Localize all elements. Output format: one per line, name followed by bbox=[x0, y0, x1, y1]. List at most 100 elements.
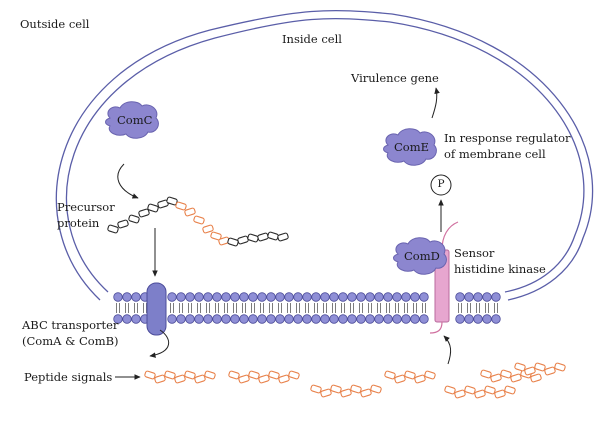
sensor-histidine-kinase bbox=[429, 221, 459, 334]
lipid-head bbox=[167, 314, 177, 324]
lipid-head bbox=[248, 292, 258, 302]
lipid-head bbox=[455, 314, 465, 324]
inside-cell-label: Inside cell bbox=[282, 32, 342, 46]
lipid-head bbox=[239, 292, 249, 302]
lipid-head bbox=[401, 314, 411, 324]
lipid-head bbox=[167, 292, 177, 302]
lipid-head bbox=[347, 314, 357, 324]
lipid-head bbox=[302, 292, 312, 302]
lipid-head bbox=[230, 292, 240, 302]
lipid-head bbox=[401, 292, 411, 302]
come-label: ComE bbox=[394, 140, 430, 154]
precursor-tail-chain bbox=[227, 231, 289, 247]
lipid-head bbox=[311, 314, 321, 324]
lipid-head bbox=[221, 292, 231, 302]
precursor-black-chain bbox=[107, 196, 178, 234]
lipid-head bbox=[482, 314, 492, 324]
peptide-signal-3 bbox=[310, 384, 382, 398]
lipid-head bbox=[257, 314, 267, 324]
precursor-label-line1: Precursor bbox=[57, 200, 115, 214]
lipid-head bbox=[419, 292, 429, 302]
lipid-head bbox=[374, 314, 384, 324]
peptide-signal-1 bbox=[144, 370, 216, 384]
lipid-head bbox=[365, 314, 375, 324]
lipid-head bbox=[329, 292, 339, 302]
lipid-head bbox=[356, 314, 366, 324]
lipid-head bbox=[482, 292, 492, 302]
lipid-head bbox=[176, 314, 186, 324]
lipid-head bbox=[275, 292, 285, 302]
lipid-head bbox=[230, 314, 240, 324]
peptide-signal-6 bbox=[480, 369, 542, 383]
peptide-signals-label: Peptide signals bbox=[24, 370, 113, 384]
lipid-head bbox=[464, 314, 474, 324]
precursor-label-line2: protein bbox=[57, 216, 100, 230]
lipid-head bbox=[212, 314, 222, 324]
lipid-head bbox=[122, 314, 132, 324]
lipid-head bbox=[410, 314, 420, 324]
lipid-head bbox=[275, 314, 285, 324]
lipid-head bbox=[365, 292, 375, 302]
lipid-head bbox=[419, 314, 429, 324]
lipid-bilayer-membrane bbox=[113, 292, 501, 324]
abc-transporter-label-line1: ABC transporter bbox=[22, 318, 119, 332]
lipid-head bbox=[356, 292, 366, 302]
lipid-head bbox=[131, 292, 141, 302]
cell-envelope bbox=[55, 9, 594, 301]
lipid-head bbox=[347, 292, 357, 302]
lipid-head bbox=[293, 292, 303, 302]
lipid-head bbox=[221, 314, 231, 324]
lipid-head bbox=[491, 292, 501, 302]
arrow-come-to-virulence bbox=[431, 87, 440, 119]
lipid-head bbox=[248, 314, 258, 324]
response-regulator-label-line2: of membrane cell bbox=[444, 147, 546, 161]
lipid-head bbox=[455, 292, 465, 302]
peptide-signal-2 bbox=[228, 370, 300, 384]
sensor-label-line1: Sensor bbox=[454, 246, 495, 260]
lipid-head bbox=[185, 314, 195, 324]
lipid-head bbox=[320, 314, 330, 324]
lipid-head bbox=[212, 292, 222, 302]
precursor-orange-chain bbox=[175, 201, 230, 246]
lipid-head bbox=[203, 314, 213, 324]
arrow-signal-to-comd bbox=[443, 335, 452, 365]
outside-cell-label: Outside cell bbox=[20, 17, 90, 31]
lipid-head bbox=[473, 292, 483, 302]
lipid-head bbox=[302, 314, 312, 324]
peptide-chains bbox=[107, 196, 566, 399]
lipid-head bbox=[131, 314, 141, 324]
lipid-head bbox=[311, 292, 321, 302]
lipid-head bbox=[257, 292, 267, 302]
comc-label: ComC bbox=[117, 113, 153, 127]
lipid-head bbox=[239, 314, 249, 324]
comd-blob bbox=[393, 237, 447, 275]
peptide-signal-7 bbox=[514, 362, 566, 376]
lipid-head bbox=[383, 292, 393, 302]
lipid-head bbox=[266, 292, 276, 302]
lipid-head bbox=[113, 292, 123, 302]
lipid-head bbox=[464, 292, 474, 302]
arrows bbox=[115, 87, 452, 380]
peptide-signal-4 bbox=[384, 370, 436, 384]
lipid-head bbox=[473, 314, 483, 324]
lipid-head bbox=[203, 292, 213, 302]
lipid-head bbox=[320, 292, 330, 302]
arrow-comc-to-precursor bbox=[117, 163, 139, 199]
lipid-head bbox=[185, 292, 195, 302]
arrow-transporter-to-outside bbox=[149, 329, 169, 358]
lipid-head bbox=[176, 292, 186, 302]
peptide-signal-5 bbox=[444, 385, 516, 399]
lipid-head bbox=[266, 314, 276, 324]
virulence-gene-label: Virulence gene bbox=[351, 71, 439, 85]
lipid-head bbox=[338, 314, 348, 324]
lipid-head bbox=[194, 292, 204, 302]
come-blob bbox=[383, 128, 437, 166]
comc-blob bbox=[105, 101, 159, 139]
lipid-head bbox=[284, 292, 294, 302]
lipid-head bbox=[113, 314, 123, 324]
lipid-head bbox=[338, 292, 348, 302]
lipid-head bbox=[284, 314, 294, 324]
response-regulator-label-line1: In response regulator bbox=[444, 131, 571, 145]
